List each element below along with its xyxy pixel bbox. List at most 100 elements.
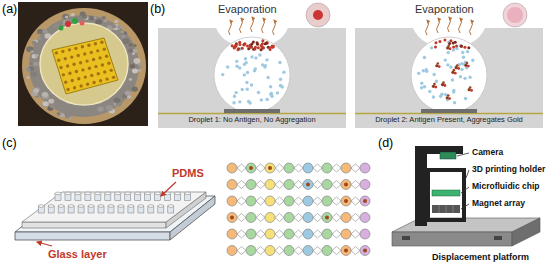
channel — [256, 214, 265, 222]
gravel-stone — [129, 43, 134, 47]
channel — [294, 197, 303, 205]
part-label: Magnet array — [472, 199, 525, 208]
well-cylinder — [118, 205, 124, 213]
well-cylinder — [88, 205, 94, 213]
gravel-stone — [125, 91, 131, 96]
chip-well — [98, 56, 101, 59]
channel — [237, 197, 246, 205]
well-circle — [322, 246, 332, 256]
nanoparticle — [464, 97, 467, 100]
well-circle — [284, 246, 294, 256]
nanoparticle — [420, 82, 423, 85]
channel — [256, 247, 265, 255]
nanoparticle — [232, 101, 235, 104]
nanoparticle — [278, 61, 281, 64]
well-top — [128, 205, 134, 208]
chip-well — [87, 44, 90, 47]
nanoparticle — [257, 46, 260, 49]
chip-well — [66, 88, 69, 91]
nanoparticle — [434, 86, 437, 89]
gravel-stone — [26, 68, 31, 72]
gravel-stone — [50, 104, 55, 108]
gravel-bed — [29, 15, 139, 117]
droplet-panel — [355, 3, 543, 128]
aggregate-spot — [313, 10, 323, 20]
reaction-spot — [249, 166, 253, 170]
chip-well — [88, 67, 91, 70]
nanoparticle — [256, 43, 259, 46]
nanoparticle — [425, 70, 428, 73]
nanoparticle — [279, 84, 282, 87]
nanoparticle — [437, 62, 440, 65]
nanoparticle — [271, 44, 274, 47]
well-circle — [284, 213, 294, 223]
nanoparticle — [459, 75, 462, 78]
channel — [351, 230, 360, 238]
chip-well — [85, 59, 88, 62]
chip-well — [100, 41, 103, 44]
nanoparticle — [432, 95, 435, 98]
chip-well — [105, 55, 108, 58]
chip-well — [61, 50, 64, 53]
gravel-stone — [103, 19, 107, 22]
nanoparticle — [279, 84, 282, 87]
diffuse-spot — [507, 7, 523, 23]
well-circle — [227, 180, 237, 190]
chip-well — [74, 47, 77, 50]
gravel-stone — [71, 13, 75, 16]
droplet-panel — [158, 3, 346, 128]
gravel-stone — [34, 54, 38, 57]
channel — [237, 164, 246, 172]
nanoparticle — [265, 58, 268, 61]
platform-front — [392, 232, 512, 246]
well-cylinder — [48, 205, 54, 213]
channel — [332, 164, 341, 172]
channel — [294, 247, 303, 255]
well-top — [115, 192, 121, 195]
chip-well — [112, 76, 115, 79]
nanoparticle — [234, 44, 237, 47]
chip-well — [81, 68, 84, 71]
nanoparticle — [460, 45, 463, 48]
well-circle — [341, 213, 351, 223]
well-circle — [246, 213, 256, 223]
nanoparticle — [244, 57, 247, 60]
chip-well — [57, 59, 60, 62]
chip-well — [105, 77, 108, 80]
channel — [351, 214, 360, 222]
nanoparticle — [235, 60, 238, 63]
reaction-spot — [306, 183, 310, 187]
well-circle — [360, 246, 370, 256]
nanoparticle — [449, 65, 452, 68]
well-cylinder — [68, 205, 74, 213]
nanoparticle — [269, 48, 272, 51]
reaction-spot — [325, 216, 329, 220]
chip-3d — [15, 182, 215, 246]
channel — [256, 181, 265, 189]
channel — [294, 164, 303, 172]
well-cylinder — [158, 205, 164, 213]
magnet-array — [432, 205, 460, 213]
nanoparticle — [453, 101, 456, 104]
channel — [351, 164, 360, 172]
well-circle — [265, 163, 275, 173]
gravel-stone — [102, 16, 106, 19]
nanoparticle — [434, 45, 437, 48]
well-cylinder — [75, 192, 81, 200]
chip-well — [92, 58, 95, 61]
well-cylinder — [58, 205, 64, 213]
well-circle — [246, 246, 256, 256]
photo-ground — [18, 2, 148, 126]
chip-well — [103, 48, 106, 51]
nanoparticle — [265, 42, 268, 45]
nanoparticle — [470, 89, 473, 92]
chip-well — [77, 54, 80, 57]
channel — [237, 181, 246, 189]
well-circle — [303, 246, 313, 256]
channel — [332, 247, 341, 255]
well-circle — [284, 163, 294, 173]
well-top — [68, 205, 74, 208]
well-cylinder — [95, 192, 101, 200]
well-cylinder — [105, 192, 111, 200]
process-label: Evaporation — [415, 3, 474, 15]
